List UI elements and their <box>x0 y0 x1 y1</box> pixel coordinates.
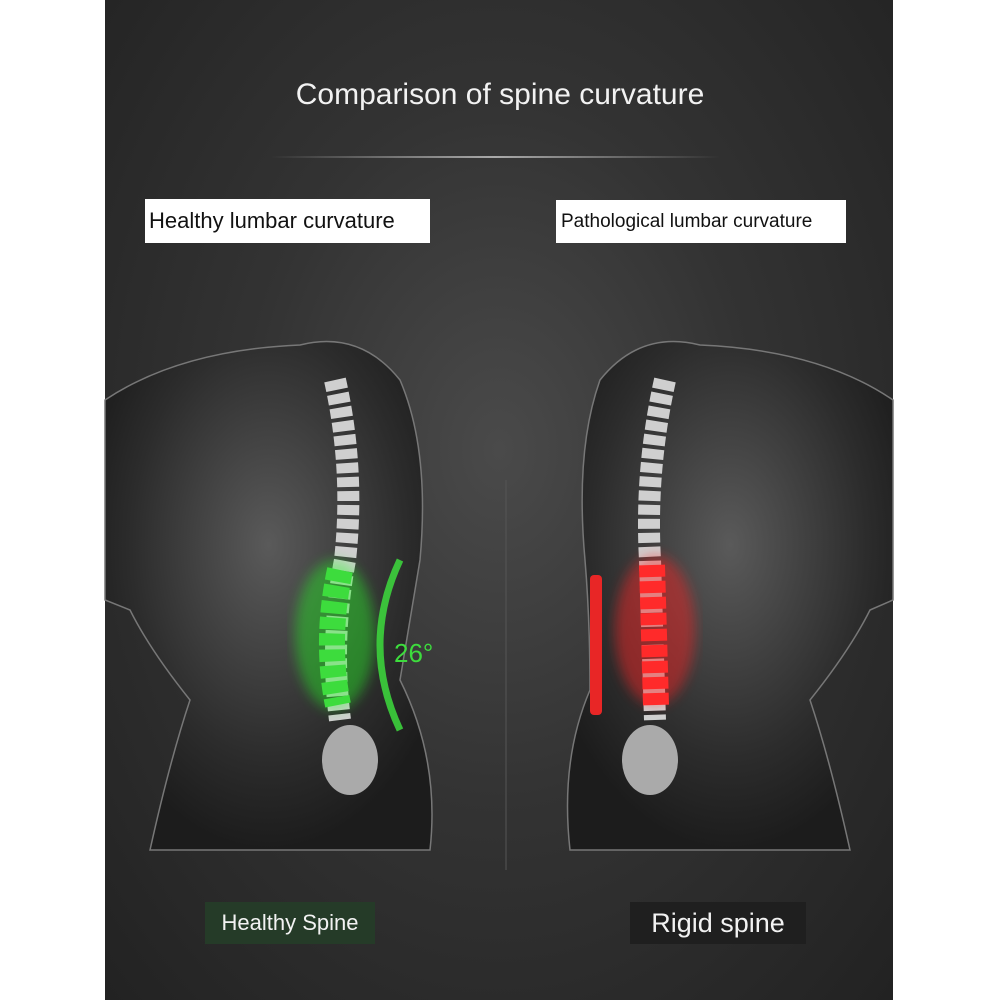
left-spine <box>322 377 378 795</box>
page-title: Comparison of spine curvature <box>295 78 705 111</box>
title-divider <box>270 156 720 158</box>
right-spine <box>622 377 678 795</box>
right-body-silhouette <box>566 340 894 851</box>
straight-bar-icon <box>590 575 602 715</box>
curvature-arc-icon <box>376 558 404 732</box>
rigid-spine-caption: Rigid spine <box>630 902 806 944</box>
left-lumbar-highlight <box>295 560 375 710</box>
left-body-silhouette <box>104 340 433 851</box>
curvature-angle: 26° <box>394 638 434 668</box>
healthy-curvature-label: Healthy lumbar curvature <box>145 199 430 243</box>
right-lumbar-highlight <box>615 555 695 706</box>
healthy-spine-caption: Healthy Spine <box>205 902 375 944</box>
pathological-curvature-label: Pathological lumbar curvature <box>556 200 846 243</box>
